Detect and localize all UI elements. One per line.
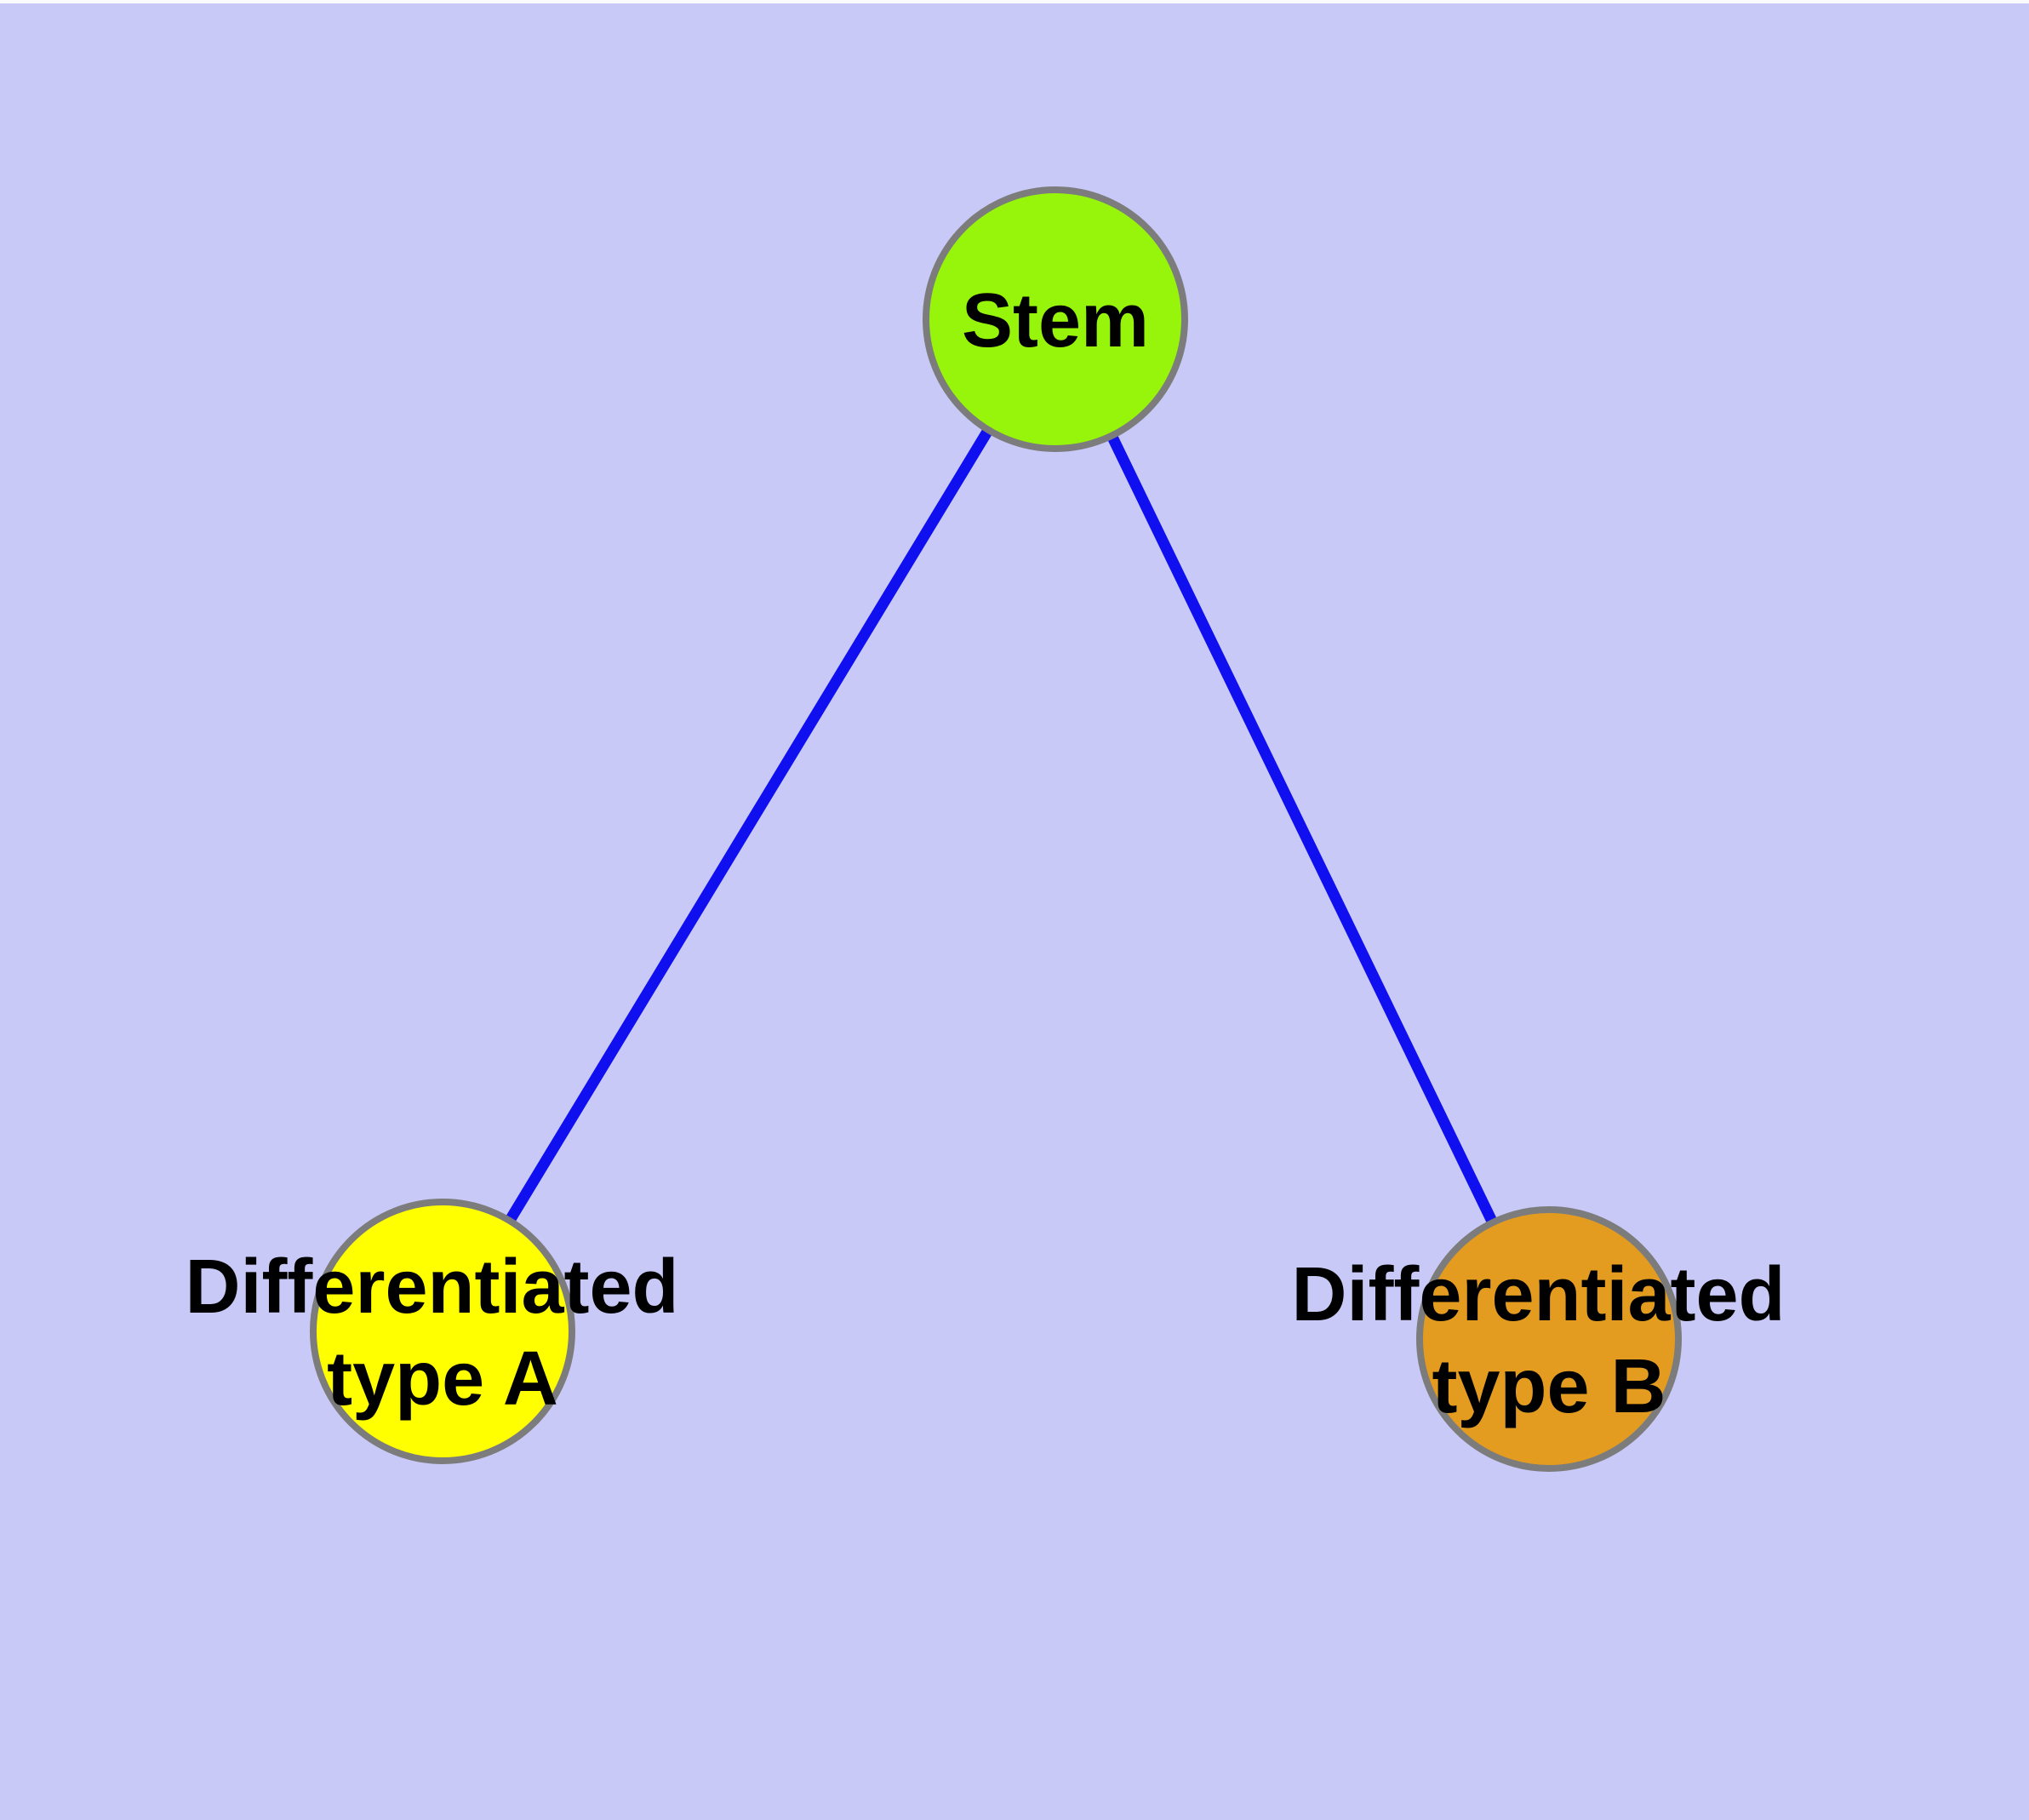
node-differentiated-type-b[interactable] bbox=[1416, 1206, 1682, 1472]
edge-stem-to-type-b[interactable] bbox=[1050, 317, 1554, 1342]
edge-stem-to-type-a[interactable] bbox=[437, 316, 1060, 1335]
node-label-type-b-line1: Differentiated bbox=[1291, 1252, 1785, 1337]
node-label-differentiated-type-b: Differentiated type B bbox=[1291, 1252, 1806, 1429]
node-label-type-a-line2: type A bbox=[327, 1336, 558, 1422]
node-stem[interactable] bbox=[923, 186, 1188, 452]
node-label-stem: Stem bbox=[962, 278, 1149, 363]
node-differentiated-type-a[interactable] bbox=[310, 1199, 575, 1464]
node-label-differentiated-type-a: Differentiated type A bbox=[185, 1245, 700, 1422]
node-label-type-a-line1: Differentiated bbox=[185, 1245, 678, 1330]
node-label-type-b-line2: type B bbox=[1432, 1344, 1666, 1429]
window-top-edge bbox=[0, 0, 2029, 3]
